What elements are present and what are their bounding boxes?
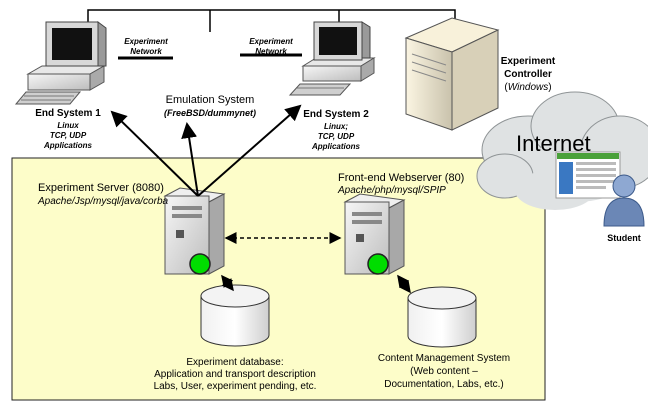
top-link [87,9,456,34]
controller-tower [404,17,500,131]
network-label-2-line-1: Experiment [249,37,293,46]
network-label-1-line-2: Network [130,47,162,56]
experiment-database-cylinder [200,284,270,347]
emulation-detail: (FreeBSD/dummynet) [163,108,256,118]
controller-title-line-2: Controller [504,69,552,80]
internet-label: Internet [516,131,591,156]
network-label-1-line-1: Experiment [124,37,168,46]
network-label-2-line-2: Network [255,47,287,56]
frontend-webserver-title: Front-end Webserver (80) [338,172,465,184]
webpage-thumbnail-icon [555,151,621,199]
controller-os: (Windows) [504,82,552,93]
cms-database-cylinder [407,286,477,348]
student-label: Student [607,233,641,243]
end-system-2-apps: Applications [311,142,360,151]
experiment-db-line-1: Experiment database: [186,357,284,368]
end-system-2-protocols: TCP, UDP [317,132,355,141]
frontend-webserver-detail: Apache/php/mysql/SPIP [338,185,446,196]
end-system-1-computer [14,21,107,105]
cms-line-2: (Web content – [410,366,478,377]
end-system-1-title: End System 1 [35,108,101,119]
end-system-1-os: Linux [57,121,79,130]
webserver-tower [343,193,406,275]
cms-line-1: Content Management System [377,353,511,364]
controller-os-name: Windows [507,82,549,93]
end-system-1-protocols: TCP, UDP [49,131,87,140]
student-person-icon [603,174,645,227]
end-system-2-computer [288,21,376,96]
experiment-server-title: Experiment Server (8080) [38,182,164,194]
emulation-title: Emulation System [165,94,255,106]
cms-line-3: Documentation, Labs, etc.) [384,379,504,390]
end-system-2-title: End System 2 [303,109,369,120]
experiment-db-line-2: Application and transport description [154,369,316,380]
controller-title-line-1: Experiment [500,56,556,67]
end-system-1-apps: Applications [43,141,92,150]
end-system-2-os: Linux; [324,122,348,131]
experiment-server-detail: Apache/Jsp/mysql/java/corba [38,196,169,207]
experiment-server-tower [163,187,226,275]
experiment-db-line-3: Labs, User, experiment pending, etc. [153,381,317,392]
